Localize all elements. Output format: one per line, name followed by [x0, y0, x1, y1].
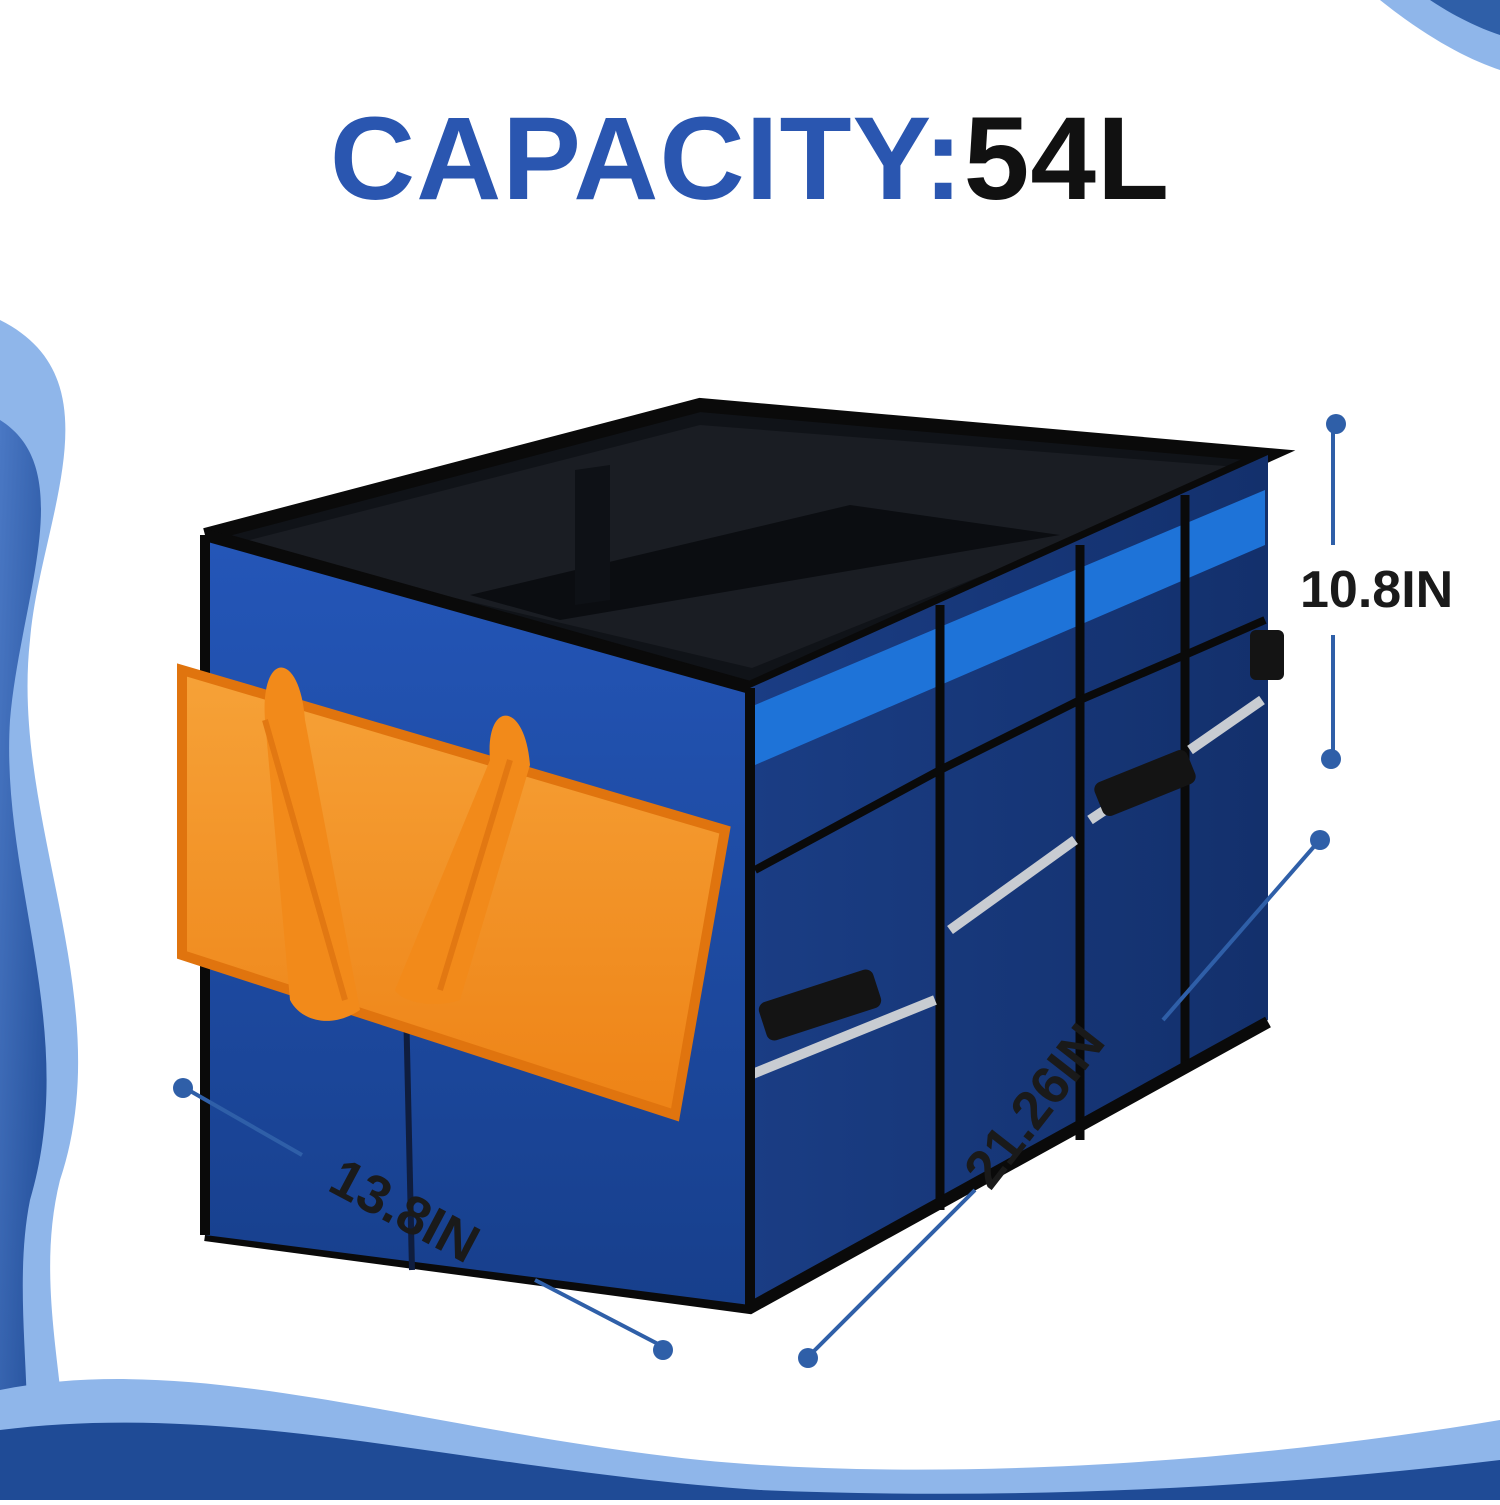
height-dimension-label: 10.8IN [1300, 561, 1454, 619]
capacity-label: CAPACITY: [329, 93, 964, 225]
length-dimension-line [798, 830, 1330, 1368]
height-dimension-line [1321, 414, 1346, 769]
organizer-bag [177, 397, 1296, 1315]
capacity-value: 54L [963, 93, 1171, 225]
width-dimension-line [173, 1078, 673, 1360]
top-right-wave-decoration [1380, 0, 1500, 70]
bottom-wave-decoration [0, 1379, 1500, 1500]
capacity-headline: CAPACITY:54L [0, 100, 1500, 218]
left-wave-decoration [0, 320, 79, 1500]
